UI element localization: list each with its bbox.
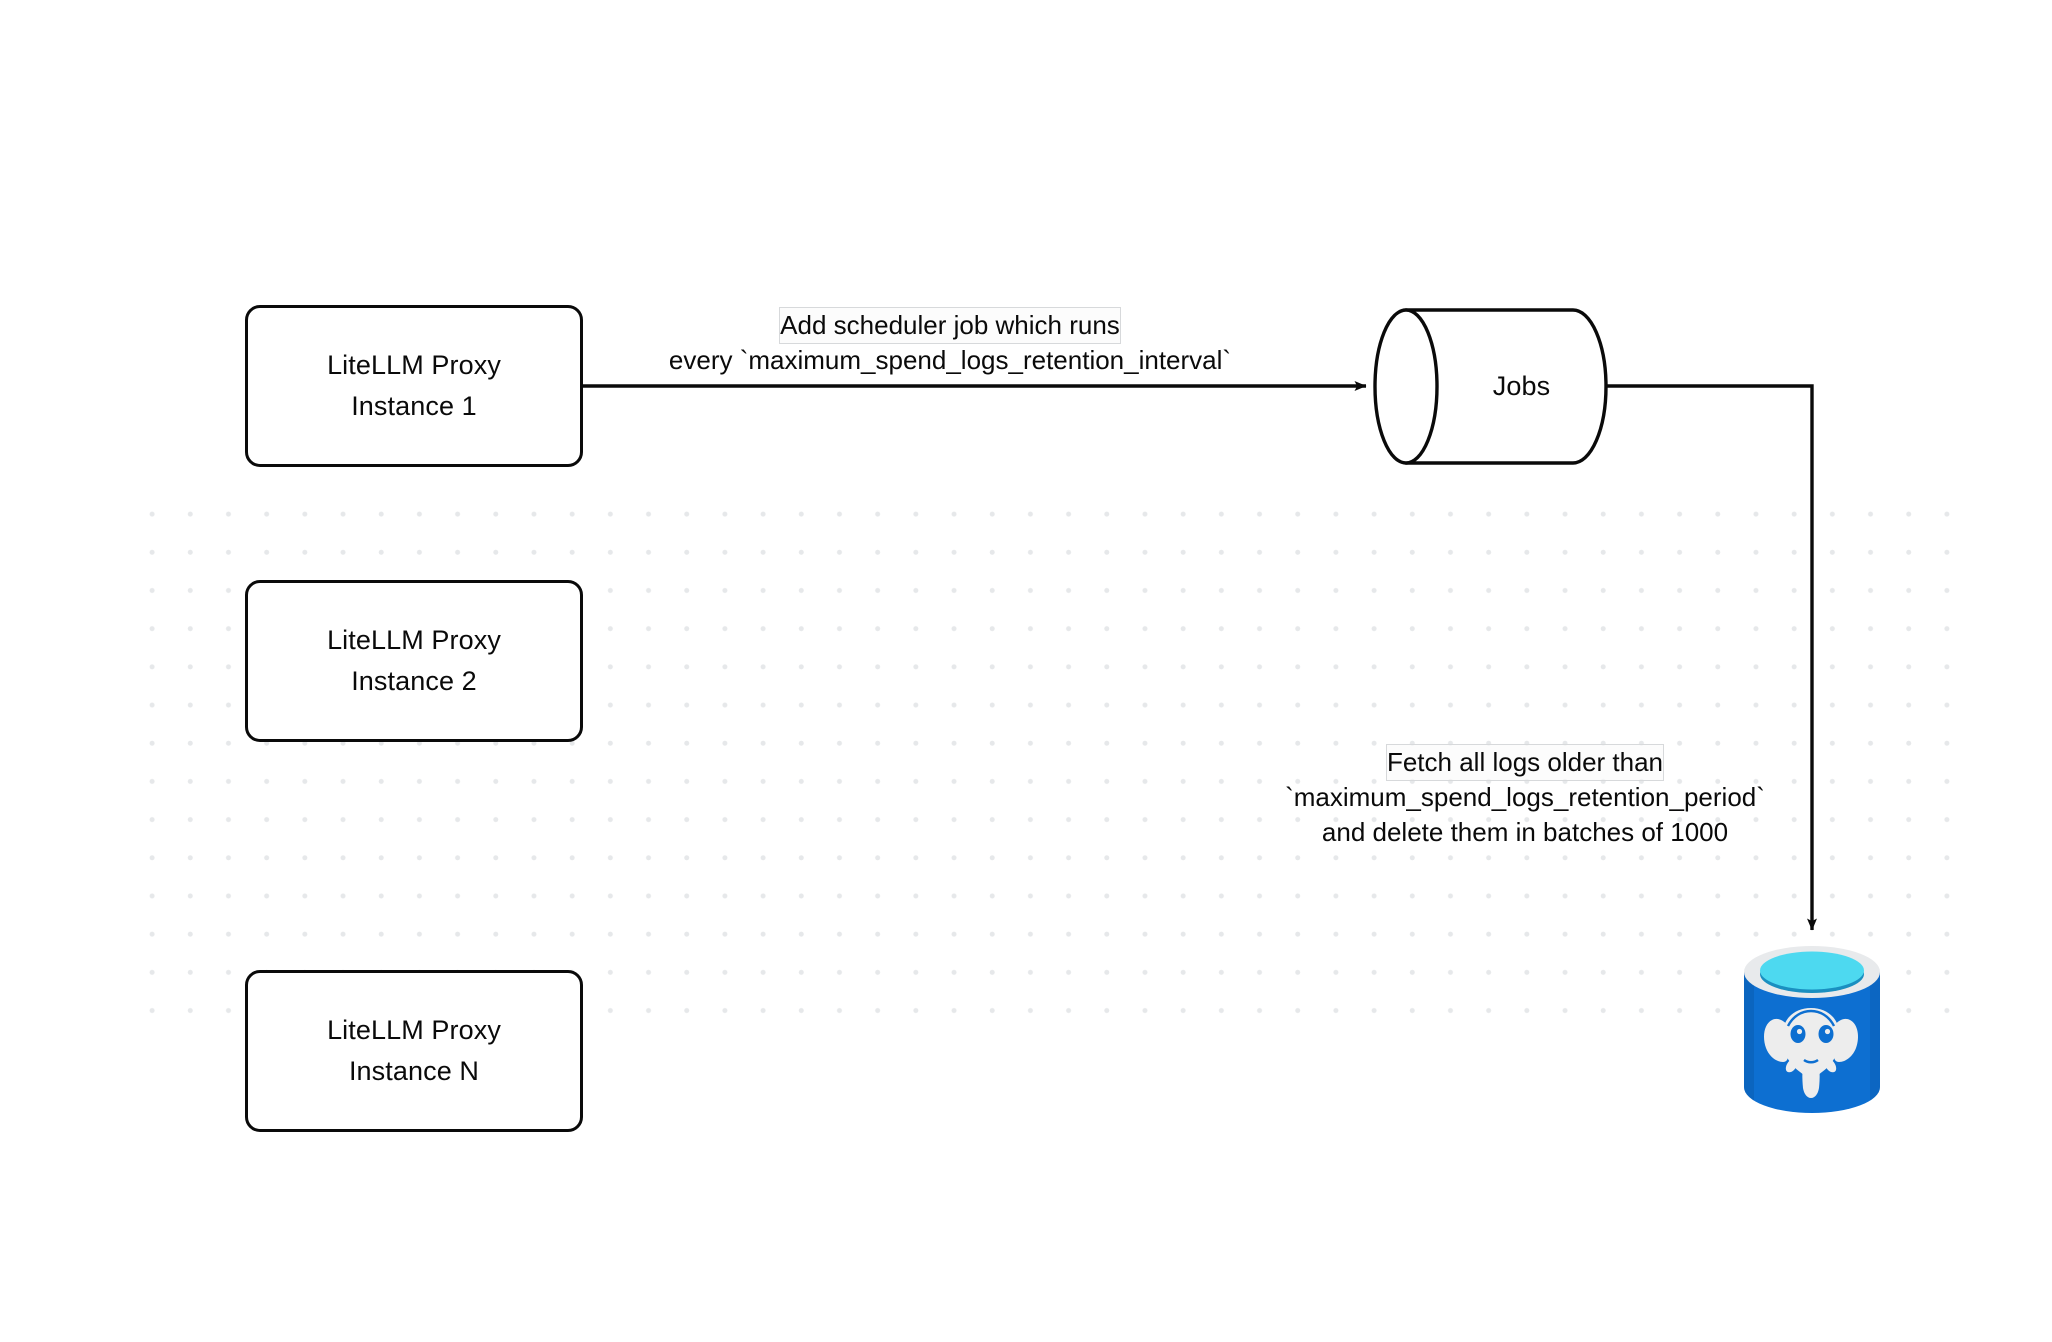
- node-litellm-proxy-instance-1[interactable]: LiteLLM Proxy Instance 1: [245, 305, 583, 467]
- edge-label-line-2: every `maximum_spend_logs_retention_inte…: [668, 345, 1232, 375]
- node-label-line-2: Instance N: [348, 1056, 480, 1086]
- node-litellm-proxy-instance-2[interactable]: LiteLLM Proxy Instance 2: [245, 580, 583, 742]
- node-litellm-proxy-instance-n[interactable]: LiteLLM Proxy Instance N: [245, 970, 583, 1132]
- node-postgres-database[interactable]: [1738, 942, 1886, 1118]
- postgres-database-icon: [1744, 946, 1880, 1113]
- edge-label-add-scheduler-job: Add scheduler job which runs every `maxi…: [620, 308, 1280, 378]
- edge-label-line-1: Fetch all logs older than: [1386, 745, 1664, 780]
- node-label-line-1: LiteLLM Proxy: [327, 625, 501, 655]
- node-label-line-1: LiteLLM Proxy: [327, 350, 501, 380]
- edge-label-line-3: and delete them in batches of 1000: [1321, 817, 1729, 847]
- node-label-line-2: Instance 1: [351, 391, 477, 421]
- node-jobs-cylinder[interactable]: Jobs: [1373, 305, 1608, 468]
- edge-jobs-to-postgres: [1605, 384, 1817, 931]
- node-label-line-2: Instance 2: [351, 666, 477, 696]
- edge-label-line-1: Add scheduler job which runs: [780, 308, 1120, 343]
- edge-label-line-2: `maximum_spend_logs_retention_period`: [1285, 782, 1765, 812]
- jobs-cylinder-label: Jobs: [1492, 371, 1551, 401]
- node-label-line-1: LiteLLM Proxy: [327, 1015, 501, 1045]
- cylinder-shape: [1373, 308, 1608, 465]
- edge-label-fetch-and-delete-logs: Fetch all logs older than `maximum_spend…: [1240, 745, 1810, 850]
